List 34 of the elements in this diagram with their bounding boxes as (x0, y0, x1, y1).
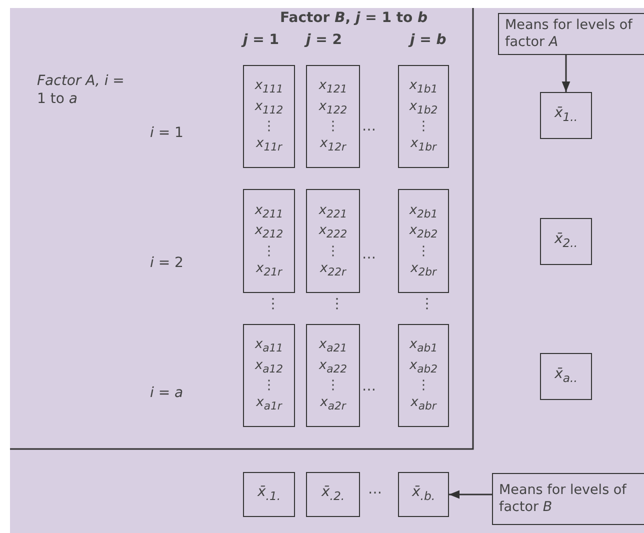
arrow (562, 55, 570, 92)
mean-box: x̄$_{1..}$ (540, 92, 592, 139)
callout-box: Means for levels of factor B (492, 473, 644, 525)
ellipsis: ⋯ (362, 382, 376, 398)
vertical-ellipsis: ⋮ (330, 296, 344, 312)
ellipsis: ⋯ (368, 485, 382, 501)
row-header: Factor A, i = 1 to a (37, 72, 126, 108)
observation-box: x$_{2b1}$ x$_{2b2}$ ⋮ x$_{2br}$ (398, 189, 449, 293)
observation-box: x$_{1b1}$ x$_{1b2}$ ⋮ x$_{1br}$ (398, 65, 449, 168)
observation-box: x$_{221}$ x$_{222}$ ⋮ x$_{22r}$ (306, 189, 360, 293)
row-label: i = 2 (150, 255, 184, 271)
observation-box: x$_{a11}$ x$_{a12}$ ⋮ x$_{a1r}$ (243, 324, 295, 427)
column-label: j = 1 (243, 32, 280, 48)
ellipsis: ⋯ (362, 122, 376, 138)
row-label: i = 1 (150, 125, 184, 141)
column-label: j = b (410, 32, 446, 48)
mean-box: x̄$_{2..}$ (540, 218, 592, 265)
mean-box: x̄$_{.1.}$ (243, 472, 295, 517)
row-label: i = a (150, 385, 184, 401)
arrow (449, 490, 492, 499)
observation-box: x$_{a21}$ x$_{a22}$ ⋮ x$_{a2r}$ (306, 324, 360, 427)
column-header: Factor B, j = 1 to b (280, 10, 428, 26)
observation-box: x$_{111}$ x$_{112}$ ⋮ x$_{11r}$ (243, 65, 295, 168)
callout-box: Means for levels of factor A (498, 13, 644, 55)
mean-box: x̄$_{a..}$ (540, 353, 592, 400)
mean-box: x̄$_{.b.}$ (398, 472, 449, 517)
vertical-ellipsis: ⋮ (266, 296, 280, 312)
observation-box: x$_{ab1}$ x$_{ab2}$ ⋮ x$_{abr}$ (398, 324, 449, 427)
mean-box: x̄$_{.2.}$ (306, 472, 360, 517)
column-label: j = 2 (306, 32, 342, 48)
vertical-ellipsis: ⋮ (420, 296, 434, 312)
observation-box: x$_{121}$ x$_{122}$ ⋮ x$_{12r}$ (306, 65, 360, 168)
ellipsis: ⋯ (362, 250, 376, 266)
observation-box: x$_{211}$ x$_{212}$ ⋮ x$_{21r}$ (243, 189, 295, 293)
